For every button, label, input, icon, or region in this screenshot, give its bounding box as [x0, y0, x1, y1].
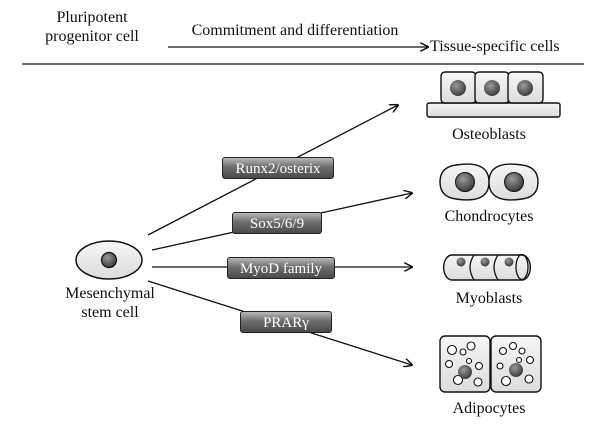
factor-runx2-osterix: Runx2/osterix [222, 157, 334, 179]
myoblasts-label: Myoblasts [455, 290, 523, 307]
chondrocytes-icon [439, 163, 539, 201]
source-label: Pluripotent progenitor cell [45, 9, 139, 45]
chondrocytes-label: Chondrocytes [444, 208, 534, 225]
myoblasts-icon [442, 253, 532, 281]
stem-cell-icon [75, 240, 143, 280]
factor-prar-gamma: PRARγ [240, 311, 332, 333]
adipocytes-icon [439, 335, 542, 393]
factor-sox5-6-9: Sox5/6/9 [232, 212, 322, 234]
osteoblasts-label: Osteoblasts [452, 126, 526, 143]
adipocytes-label: Adipocytes [452, 400, 526, 417]
osteoblasts-icon [426, 71, 561, 118]
factor-myod-family: MyoD family [227, 257, 335, 279]
stem-cell-label: Mesenchymal stem cell [65, 285, 155, 321]
target-label: Tissue-specific cells [430, 38, 560, 55]
process-label: Commitment and differentiation [191, 22, 399, 39]
